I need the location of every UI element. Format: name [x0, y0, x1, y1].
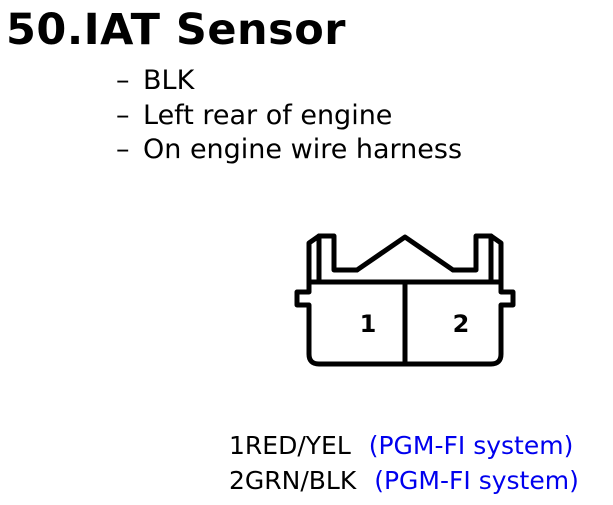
pin-label-1: 1 — [360, 310, 377, 338]
wire-pin: 2 — [229, 466, 245, 495]
bullet-marker: – — [116, 99, 130, 131]
connector-body-outline — [294, 279, 516, 367]
bullet-text: On engine wire harness — [143, 134, 463, 165]
wire-list: 1RED/YEL (PGM-FI system) 2GRN/BLK (PGM-F… — [229, 428, 579, 498]
wire-row-2: 2GRN/BLK (PGM-FI system) — [229, 463, 579, 498]
wire-color: GRN/BLK — [244, 466, 357, 495]
wire-system-note: (PGM-FI system) — [374, 466, 579, 495]
list-item-harness: –On engine wire harness — [116, 133, 462, 168]
bullet-text: BLK — [143, 65, 195, 96]
wire-pin: 1 — [229, 431, 245, 460]
bullet-marker: – — [116, 65, 130, 96]
wire-row-1: 1RED/YEL (PGM-FI system) — [229, 428, 579, 463]
sensor-info-list: –BLK –Left rear of engine –On engine wir… — [116, 64, 462, 168]
right-latch — [450, 233, 504, 285]
left-latch — [306, 233, 360, 285]
connector-roof — [354, 234, 456, 273]
page-title: 50.IAT Sensor — [6, 5, 347, 55]
list-item-connector-color: –BLK — [116, 64, 462, 99]
bullet-marker: – — [116, 134, 130, 165]
connector-diagram: 1 2 — [294, 233, 516, 367]
pin-label-2: 2 — [453, 310, 470, 338]
wire-color: RED/YEL — [244, 431, 351, 460]
wire-system-note: (PGM-FI system) — [368, 431, 574, 460]
bullet-text: Left rear of engine — [143, 99, 393, 131]
list-item-location: –Left rear of engine — [116, 99, 462, 134]
